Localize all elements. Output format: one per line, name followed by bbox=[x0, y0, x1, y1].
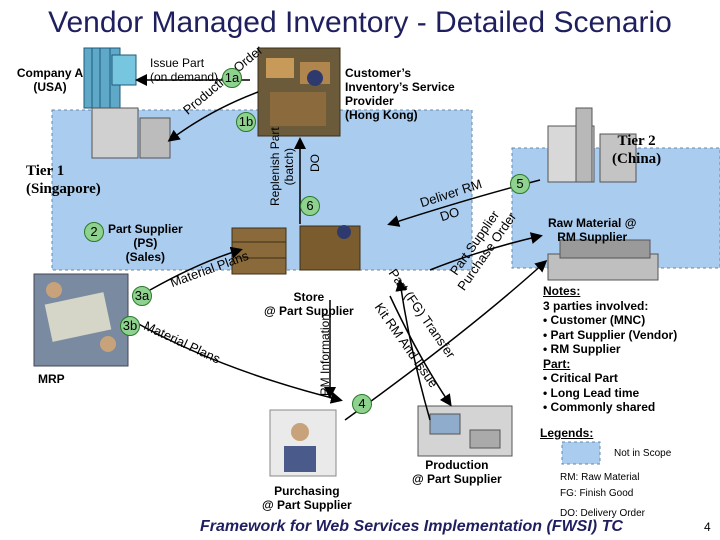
tier2-building-icon bbox=[547, 107, 637, 183]
step-3b-badge: 3b bbox=[120, 316, 140, 336]
step-3a-badge: 3a bbox=[132, 286, 152, 306]
mrp-label: MRP bbox=[38, 372, 65, 386]
part-supplier-label: Part Supplier (PS) (Sales) bbox=[108, 222, 183, 264]
company-a-building-icon bbox=[83, 47, 137, 109]
step-5-badge: 5 bbox=[510, 174, 530, 194]
notes-line: • Long Lead time bbox=[543, 385, 640, 400]
issue-part-label: Issue Part (on demand) bbox=[150, 56, 219, 84]
notes-line: • RM Supplier bbox=[543, 342, 621, 356]
step-1a-badge: 1a bbox=[222, 68, 242, 88]
legend-not-in-scope: Not in Scope bbox=[614, 448, 672, 459]
legend-rm: RM: Raw Material bbox=[560, 472, 640, 483]
purchasing-clerk-icon bbox=[269, 409, 337, 477]
page-number: 4 bbox=[704, 520, 711, 534]
notes-panel: Notes: 3 parties involved: • Customer (M… bbox=[543, 284, 677, 415]
notes-part-heading: Part: bbox=[543, 356, 571, 371]
step-6-badge: 6 bbox=[300, 196, 320, 216]
step-2-badge: 2 bbox=[84, 222, 104, 242]
notes-line: • Commonly shared bbox=[543, 400, 656, 414]
legend-fg: FG: Finish Good bbox=[560, 488, 634, 499]
page-title: Vendor Managed Inventory - Detailed Scen… bbox=[48, 6, 672, 39]
legend-do: DO: Delivery Order bbox=[560, 508, 646, 519]
csip-label: Customer’s Inventory’s Service Provider … bbox=[345, 66, 455, 122]
store-label: Store @ Part Supplier bbox=[264, 290, 354, 318]
footer-text: Framework for Web Services Implementatio… bbox=[200, 518, 623, 535]
notes-line: • Customer (MNC) bbox=[543, 313, 646, 327]
company-a-label: Company A (USA) bbox=[16, 66, 84, 94]
purchasing-label: Purchasing @ Part Supplier bbox=[262, 484, 352, 512]
notes-heading: Notes: bbox=[543, 284, 581, 298]
replenish-part-label: Replenish Part (batch) bbox=[268, 127, 296, 206]
raw-material-box-icon bbox=[547, 239, 659, 281]
legends-heading: Legends: bbox=[540, 426, 594, 440]
step-4-badge: 4 bbox=[352, 394, 372, 414]
notes-line: 3 parties involved: bbox=[543, 298, 649, 313]
step-1b-badge: 1b bbox=[236, 112, 256, 132]
production-machine-icon bbox=[417, 405, 513, 457]
notes-line: • Part Supplier (Vendor) bbox=[543, 327, 678, 342]
part-supplier-worker-icon bbox=[299, 225, 361, 271]
tier1-label: Tier 1 (Singapore) bbox=[26, 163, 101, 197]
raw-material-label: Raw Material @ RM Supplier bbox=[548, 216, 637, 244]
rm-information-label: RM Information bbox=[318, 313, 332, 396]
do-label: DO bbox=[308, 154, 322, 172]
tier2-label: Tier 2 (China) bbox=[612, 133, 662, 167]
legend-scope-sample bbox=[561, 441, 601, 465]
mrp-meeting-photo-icon bbox=[33, 273, 129, 367]
tier1-building-icon bbox=[91, 107, 171, 159]
production-label: Production @ Part Supplier bbox=[412, 458, 502, 486]
notes-line: • Critical Part bbox=[543, 371, 618, 385]
warehouse-photo-icon bbox=[257, 47, 341, 137]
